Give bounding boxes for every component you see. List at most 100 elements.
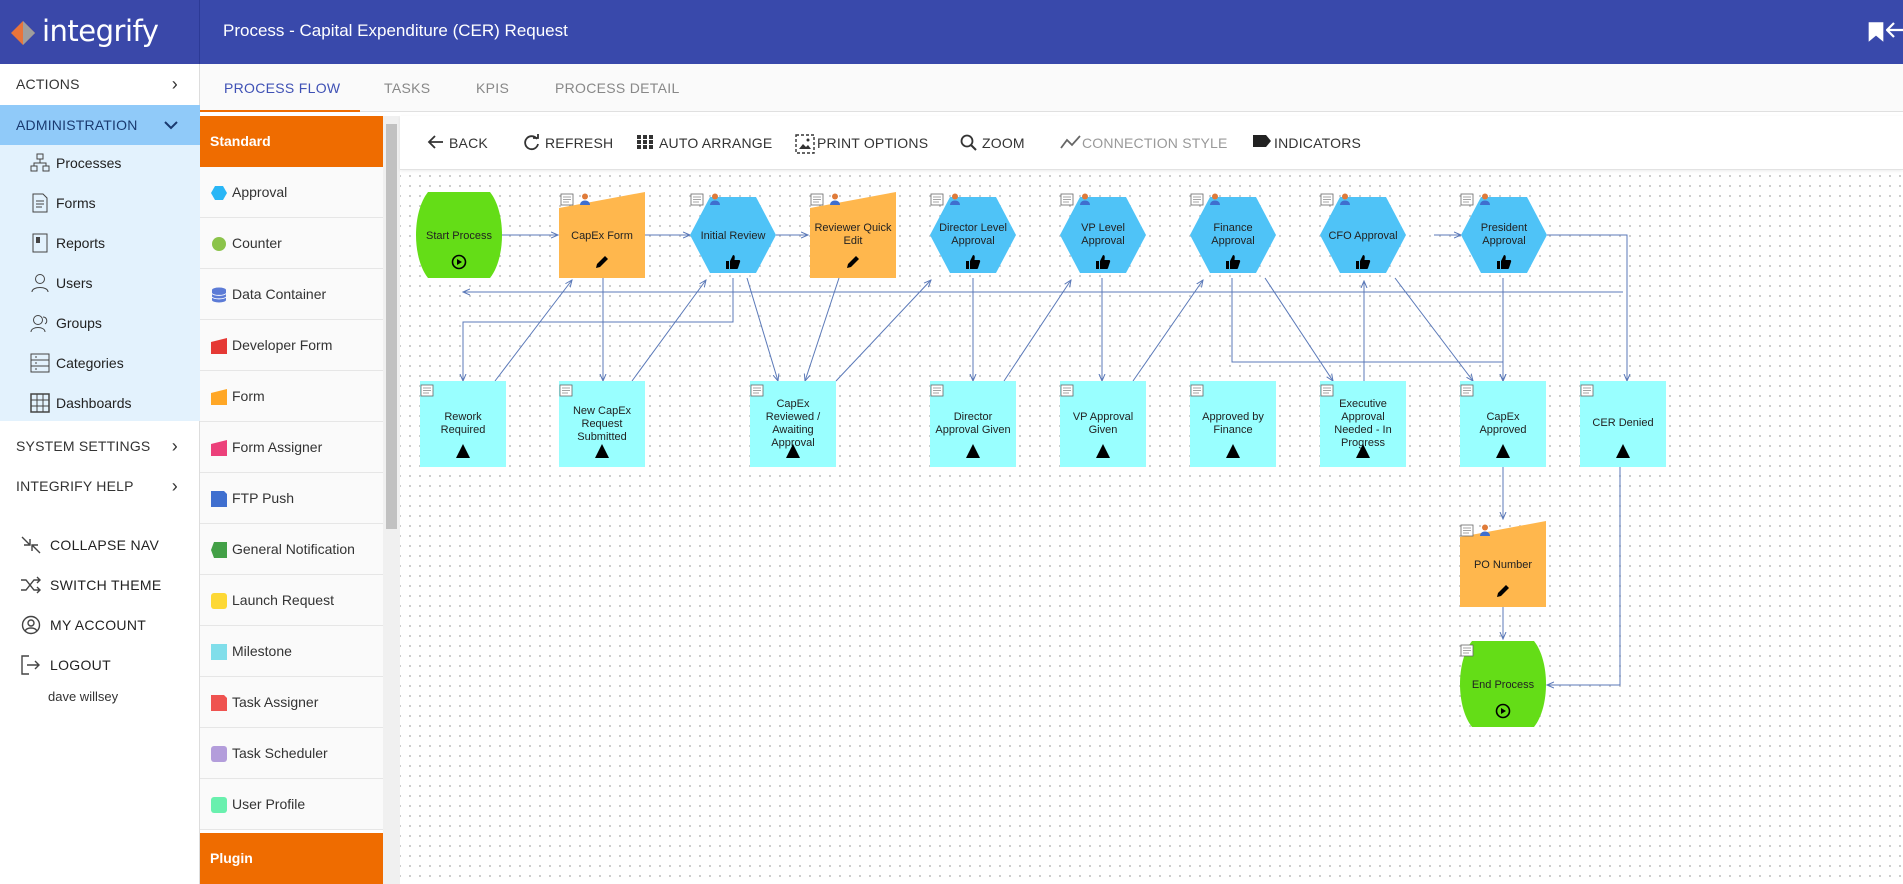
indicators-button[interactable]: INDICATORS xyxy=(1252,133,1361,153)
palette-plugin-header[interactable]: Plugin xyxy=(200,833,383,884)
tab-kpis[interactable]: KPIS xyxy=(476,80,510,96)
launch-request-shape-icon xyxy=(211,593,227,609)
node-director-approval-given[interactable]: Director Approval Given xyxy=(930,381,1016,467)
flow-canvas[interactable] xyxy=(400,116,1903,884)
nav-item-dashboards[interactable]: Dashboards xyxy=(30,388,200,418)
arrow-left-icon xyxy=(427,135,443,149)
dashboards-icon xyxy=(30,393,50,413)
form-shape-icon xyxy=(211,389,227,405)
switch-theme-button[interactable]: SWITCH THEME xyxy=(20,570,200,600)
node-capex-reviewed-awaiting[interactable]: CapEx Reviewed / Awaiting Approval xyxy=(750,381,836,467)
image-icon xyxy=(795,134,815,154)
palette-item-ftp-push[interactable]: FTP Push xyxy=(200,473,383,524)
nav-system-settings-label: SYSTEM SETTINGS xyxy=(16,438,151,454)
print-options-button[interactable]: PRINT OPTIONS xyxy=(795,133,928,154)
palette-scrollbar-thumb[interactable] xyxy=(386,124,397,529)
tab-process-detail[interactable]: PROCESS DETAIL xyxy=(555,80,680,96)
palette-item-form-assigner[interactable]: Form Assigner xyxy=(200,422,383,473)
palette-item-label: Developer Form xyxy=(232,337,333,353)
node-cfo-approval[interactable]: CFO Approval xyxy=(1320,192,1406,278)
nav-actions-label: ACTIONS xyxy=(16,76,80,92)
node-initial-review[interactable]: Initial Review xyxy=(690,192,776,278)
palette-item-counter[interactable]: Counter xyxy=(200,218,383,269)
node-new-capex-submitted[interactable]: New CapEx Request Submitted xyxy=(559,381,645,467)
palette-item-milestone[interactable]: Milestone xyxy=(200,626,383,677)
node-label: Approved by Finance xyxy=(1202,411,1264,436)
nav-item-label: Categories xyxy=(56,355,124,371)
node-po-number[interactable]: PO Number xyxy=(1460,521,1546,607)
nav-actions[interactable]: ACTIONS › xyxy=(0,64,200,104)
logo-text: integrify xyxy=(42,14,159,48)
palette-item-label: FTP Push xyxy=(232,490,294,506)
palette-item-label: Task Assigner xyxy=(232,694,319,710)
search-icon xyxy=(960,134,977,151)
nav-item-categories[interactable]: Categories xyxy=(30,348,200,378)
nav-item-users[interactable]: Users xyxy=(30,268,200,298)
palette-scrollbar[interactable] xyxy=(383,116,400,884)
node-reviewer-quick-edit[interactable]: Reviewer Quick Edit xyxy=(810,192,896,278)
node-rework-required[interactable]: Rework Required xyxy=(420,381,506,467)
node-label: CFO Approval xyxy=(1328,230,1398,242)
node-approved-by-finance[interactable]: Approved by Finance xyxy=(1190,381,1276,467)
palette-item-launch-request[interactable]: Launch Request xyxy=(200,575,383,626)
collapse-icon xyxy=(21,536,41,554)
back-button[interactable]: BACK xyxy=(427,133,488,153)
palette-standard-header[interactable]: Standard xyxy=(200,116,383,167)
collapse-nav-label: COLLAPSE NAV xyxy=(50,537,160,553)
nav-integrify-help-label: INTEGRIFY HELP xyxy=(16,478,134,494)
node-vp-level-approval[interactable]: VP Level Approval xyxy=(1060,192,1146,278)
node-capex-form[interactable]: CapEx Form xyxy=(559,192,645,278)
node-vp-approval-given[interactable]: VP Approval Given xyxy=(1060,381,1146,467)
node-label: President Approval xyxy=(1480,222,1528,247)
tab-bar: PROCESS FLOW TASKS KPIS PROCESS DETAIL xyxy=(200,64,1903,112)
nav-item-forms[interactable]: Forms xyxy=(30,188,200,218)
top-bar: integrify Process - Capital Expenditure … xyxy=(0,0,1903,64)
refresh-icon xyxy=(524,134,539,151)
notification-shape-icon xyxy=(211,542,227,558)
node-director-level-approval[interactable]: Director Level Approval xyxy=(930,192,1016,278)
logout-button[interactable]: LOGOUT xyxy=(20,650,200,680)
palette-item-developer-form[interactable]: Developer Form xyxy=(200,320,383,371)
zoom-button[interactable]: ZOOM xyxy=(960,133,1025,153)
node-end-process[interactable]: End Process xyxy=(1460,641,1546,727)
bookmark-icon[interactable] xyxy=(1866,21,1886,43)
node-finance-approval[interactable]: Finance Approval xyxy=(1190,192,1276,278)
auto-arrange-button[interactable]: AUTO ARRANGE xyxy=(637,133,772,153)
palette-item-task-scheduler[interactable]: Task Scheduler xyxy=(200,728,383,779)
connection-line-icon xyxy=(1060,135,1081,149)
node-label: New CapEx Request Submitted xyxy=(572,405,632,443)
connection-style-button[interactable]: CONNECTION STYLE xyxy=(1060,133,1228,153)
refresh-button[interactable]: REFRESH xyxy=(523,133,613,153)
nav-system-settings[interactable]: SYSTEM SETTINGS › xyxy=(0,426,200,466)
node-president-approval[interactable]: President Approval xyxy=(1461,192,1547,278)
node-cer-denied[interactable]: CER Denied xyxy=(1580,381,1666,467)
palette-item-user-profile[interactable]: User Profile xyxy=(200,779,383,830)
nav-administration[interactable]: ADMINISTRATION xyxy=(0,105,200,145)
node-start-process[interactable]: Start Process xyxy=(416,192,502,278)
node-executive-approval-needed[interactable]: Executive Approval Needed - In Progress xyxy=(1320,381,1406,467)
palette-item-approval[interactable]: Approval xyxy=(200,167,383,218)
palette-item-form[interactable]: Form xyxy=(200,371,383,422)
nav-item-reports[interactable]: Reports xyxy=(30,228,200,258)
palette-item-general-notification[interactable]: General Notification xyxy=(200,524,383,575)
logo-mark-icon xyxy=(11,21,35,45)
tab-tasks[interactable]: TASKS xyxy=(384,80,431,96)
my-account-button[interactable]: MY ACCOUNT xyxy=(20,610,200,640)
back-arrow-icon[interactable] xyxy=(1886,22,1903,38)
node-label: CapEx Form xyxy=(571,230,633,242)
palette-item-task-assigner[interactable]: Task Assigner xyxy=(200,677,383,728)
thumbs-up-icon xyxy=(1226,255,1241,269)
node-label: PO Number xyxy=(1473,559,1533,571)
logout-label: LOGOUT xyxy=(50,657,111,673)
palette-item-data-container[interactable]: Data Container xyxy=(200,269,383,320)
nav-item-processes[interactable]: Processes xyxy=(30,148,200,178)
logout-icon xyxy=(21,655,40,675)
developer-form-shape-icon xyxy=(211,338,227,354)
node-capex-approved[interactable]: CapEx Approved xyxy=(1460,381,1546,467)
collapse-nav-button[interactable]: COLLAPSE NAV xyxy=(20,530,200,560)
nav-item-groups[interactable]: Groups xyxy=(30,308,200,338)
tab-process-flow[interactable]: PROCESS FLOW xyxy=(200,64,360,112)
nav-integrify-help[interactable]: INTEGRIFY HELP › xyxy=(0,466,200,506)
play-circle-icon xyxy=(451,254,467,270)
logo[interactable]: integrify xyxy=(0,0,200,64)
